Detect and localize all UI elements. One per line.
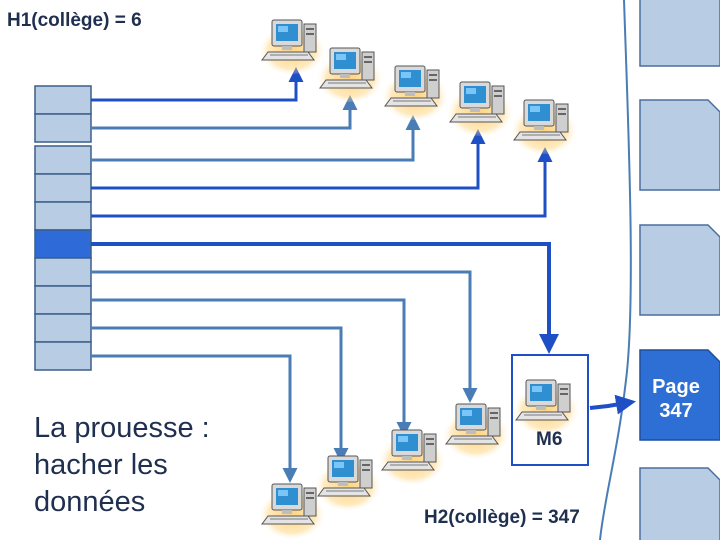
computer-icon bbox=[380, 65, 450, 121]
table-cell bbox=[34, 201, 92, 231]
computer-icon bbox=[445, 81, 515, 137]
table-cell bbox=[34, 173, 92, 203]
arrow-row-6-selected bbox=[91, 242, 559, 354]
arrow-row-9 bbox=[91, 326, 349, 463]
page-label-line-1: Page bbox=[652, 376, 700, 398]
page-label-line-2: 347 bbox=[659, 400, 693, 422]
arrow-row-5 bbox=[91, 147, 553, 218]
table-cell bbox=[34, 257, 92, 287]
table-cell bbox=[34, 145, 92, 175]
page-panel bbox=[639, 224, 720, 316]
page-panel bbox=[639, 0, 720, 67]
table-cell bbox=[34, 113, 92, 143]
arrow-row-10 bbox=[91, 354, 298, 483]
table-cell-selected bbox=[34, 229, 92, 259]
arrow-row-2 bbox=[91, 95, 358, 130]
table-cell bbox=[34, 285, 92, 315]
computer-icon bbox=[377, 429, 447, 485]
page-panels bbox=[639, 0, 720, 540]
arrow-row-1 bbox=[91, 67, 304, 102]
computer-icon bbox=[509, 99, 579, 155]
page-panel bbox=[639, 467, 720, 540]
page-panel-selected bbox=[639, 349, 720, 441]
table-cell bbox=[34, 341, 92, 371]
computer-icon bbox=[315, 47, 385, 103]
hash-table bbox=[34, 85, 92, 371]
computer-icons bbox=[257, 19, 581, 539]
caption-line-1: La prouesse : bbox=[34, 412, 210, 444]
caption-line-3: données bbox=[34, 486, 146, 518]
computer-icon bbox=[257, 19, 327, 75]
m6-label: M6 bbox=[536, 429, 563, 450]
table-cell bbox=[34, 85, 92, 115]
hash2-label: H2(collège) = 347 bbox=[424, 507, 580, 528]
m6-selection-box bbox=[511, 354, 589, 466]
connector-arrows bbox=[91, 67, 636, 483]
caption-line-2: hacher les bbox=[34, 449, 168, 481]
caption: La prouesse : hacher les données bbox=[34, 410, 244, 521]
arrow-row-8 bbox=[91, 298, 412, 437]
page-347-label: Page 347 bbox=[640, 375, 712, 423]
hash1-label: H1(collège) = 6 bbox=[7, 10, 142, 31]
arrow-row-4 bbox=[91, 129, 486, 190]
network-curve bbox=[599, 0, 632, 540]
arrow-row-3 bbox=[91, 115, 421, 162]
computer-icon-m6 bbox=[511, 379, 581, 435]
arrow-row-7 bbox=[91, 270, 478, 403]
computer-icon bbox=[257, 483, 327, 539]
computer-icon bbox=[313, 455, 383, 511]
computer-icon bbox=[441, 403, 511, 459]
arrow-m6-to-page bbox=[589, 394, 636, 415]
table-cell bbox=[34, 313, 92, 343]
page-panel bbox=[639, 99, 720, 191]
